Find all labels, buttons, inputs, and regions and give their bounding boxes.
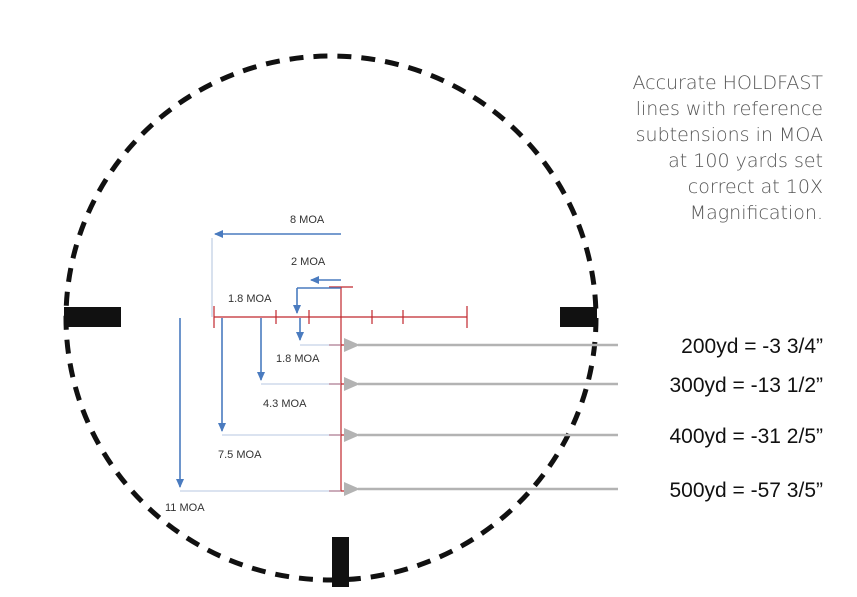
label-4-3-moa: 4.3 MOA <box>263 398 307 410</box>
label-7-5-moa: 7.5 MOA <box>218 449 262 461</box>
label-2-moa: 2 MOA <box>291 256 326 268</box>
description-line: Magnification. <box>689 202 823 224</box>
subtension-arrows <box>176 230 341 488</box>
holdover-500yd: 500yd = -57 3/5” <box>669 479 823 502</box>
holdover-300yd: 300yd = -13 1/2” <box>669 374 823 397</box>
description-line: at 100 yards set <box>668 150 823 172</box>
description-line: Accurate HOLDFAST <box>632 72 823 94</box>
holdover-400yd: 400yd = -31 2/5” <box>669 425 823 448</box>
label-1-8-moa-left: 1.8 MOA <box>228 293 272 305</box>
scope-field-of-view <box>63 53 599 583</box>
range-pointers <box>344 338 618 496</box>
holdover-200yd: 200yd = -3 3/4” <box>681 335 823 358</box>
left-post <box>64 307 121 327</box>
bottom-post <box>332 537 349 587</box>
description-text: Accurate HOLDFAST lines with reference s… <box>632 70 823 226</box>
right-post <box>560 307 597 327</box>
reference-lines <box>180 238 341 492</box>
label-8-moa: 8 MOA <box>290 214 325 226</box>
description-line: correct at 10X <box>687 176 823 198</box>
label-1-8-moa-drop: 1.8 MOA <box>276 353 320 365</box>
label-11-moa: 11 MOA <box>165 502 205 514</box>
description-line: subtensions in MOA <box>635 124 823 146</box>
description-line: lines with reference <box>635 98 823 120</box>
